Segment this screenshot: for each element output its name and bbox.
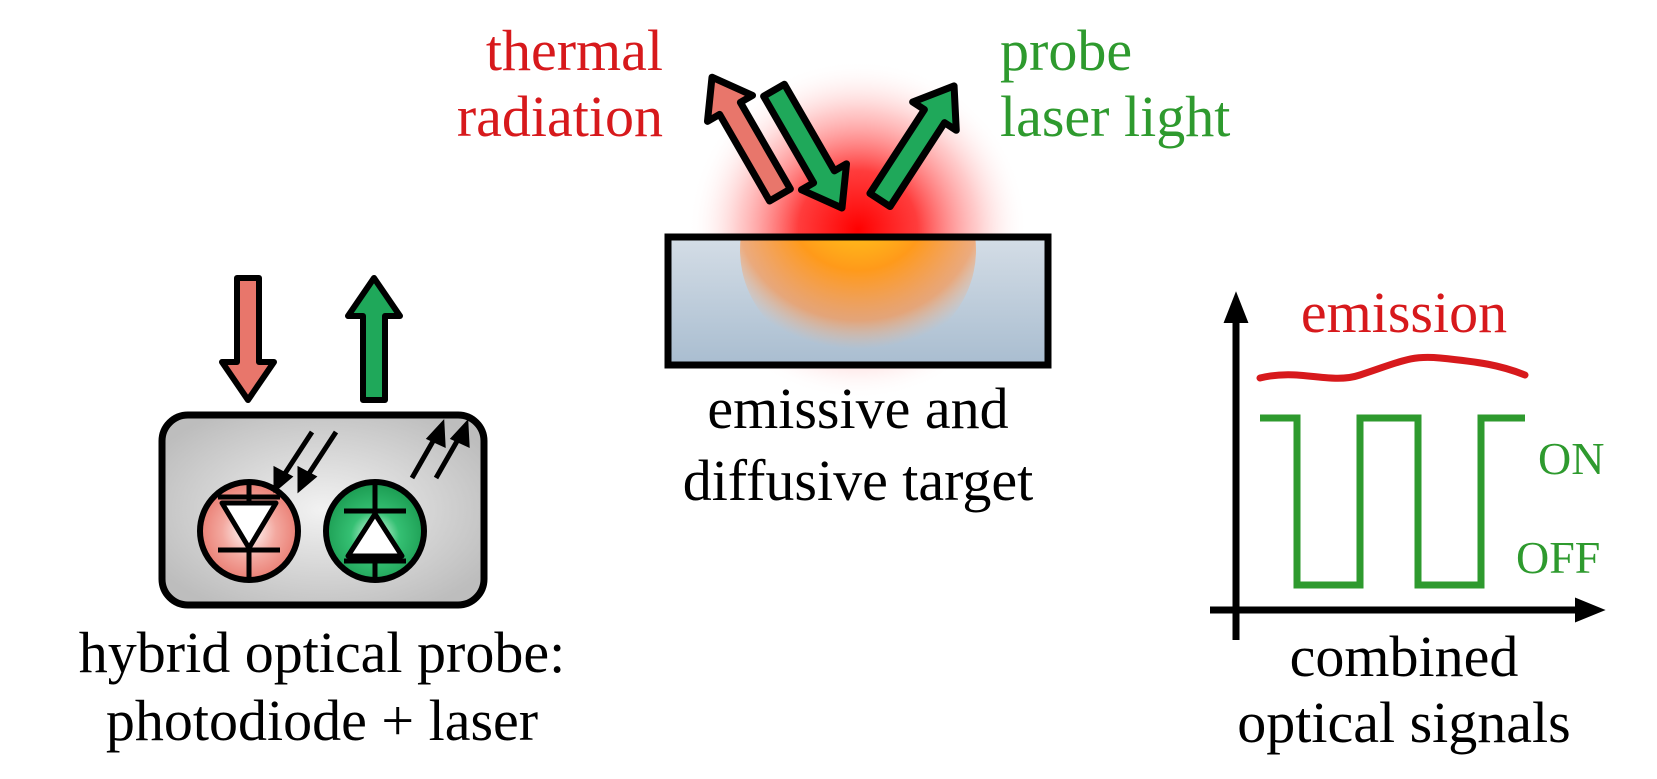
probe-label-line1: probe xyxy=(1000,18,1132,83)
hot-spot xyxy=(740,237,976,360)
reflected-laser-arrow xyxy=(866,82,960,211)
emission-curve xyxy=(1256,353,1529,382)
signals-label-line2: optical signals xyxy=(1237,690,1570,755)
y-axis-arrowhead xyxy=(1223,291,1249,323)
probe-down-arrow xyxy=(219,275,277,403)
laser-diode-icon xyxy=(323,479,427,583)
target-label-line1: emissive and xyxy=(707,376,1008,441)
off-label: OFF xyxy=(1516,532,1600,583)
on-off-signal xyxy=(1260,414,1525,589)
outgoing-light-icon xyxy=(409,418,470,480)
x-axis-arrowhead xyxy=(1575,597,1606,623)
emission-label: emission xyxy=(1301,280,1507,345)
hybrid-label-line2: photodiode + laser xyxy=(106,688,538,753)
signals-label-line1: combined xyxy=(1290,624,1519,689)
probe-label-line2: laser light xyxy=(1000,84,1230,149)
on-label: ON xyxy=(1538,433,1604,484)
thermal-radiation-arrow xyxy=(703,73,794,205)
thermal-label-line2: radiation xyxy=(457,84,663,149)
probe-up-arrow xyxy=(345,275,403,403)
signal-axes xyxy=(1210,291,1606,640)
target-outline xyxy=(664,233,1052,369)
incoming-laser-arrow xyxy=(760,80,851,212)
thermal-label-line1: thermal xyxy=(486,18,663,83)
target-group xyxy=(664,60,1052,400)
hybrid-label-line1: hybrid optical probe: xyxy=(79,620,565,685)
target-label-line2: diffusive target xyxy=(683,448,1034,513)
photodiode-icon xyxy=(197,479,301,583)
incoming-light-icon xyxy=(273,430,339,494)
